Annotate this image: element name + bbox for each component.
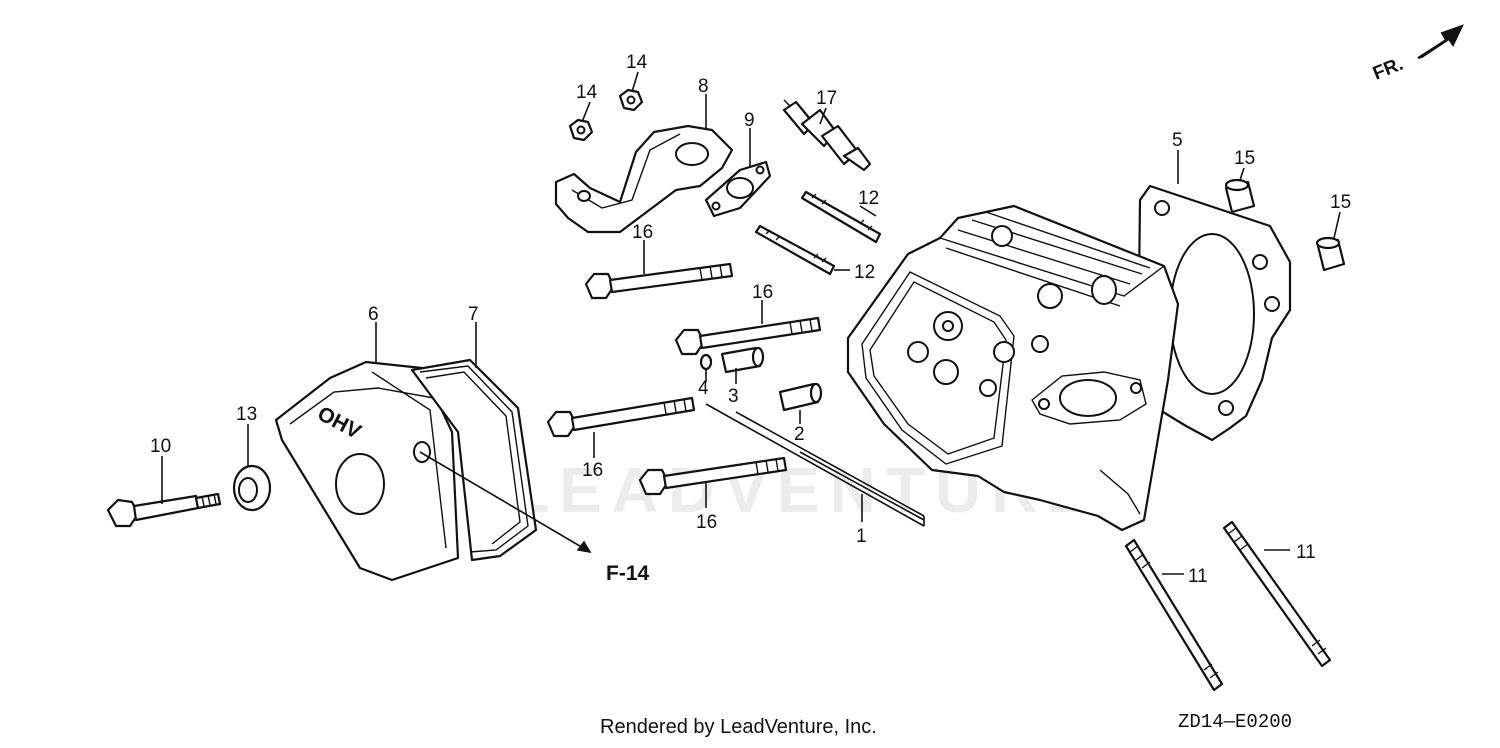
part-2-dowel-pin [778, 382, 823, 412]
part-14-flange-nut-a [568, 118, 594, 142]
part-3-dowel-pin [720, 346, 765, 374]
callout-15b: 15 [1330, 192, 1351, 213]
callout-10: 10 [150, 436, 171, 457]
part-1-cylinder-head [846, 204, 1180, 532]
part-16-flange-bolt-d [638, 456, 788, 496]
part-17-spark-plug [782, 99, 872, 172]
part-16-flange-bolt-b [674, 316, 822, 356]
front-arrow-icon [1417, 24, 1464, 59]
callout-16d: 16 [696, 512, 717, 533]
part-9-intake-gasket [704, 160, 772, 218]
callout-16b: 16 [752, 282, 773, 303]
part-4-washer [699, 353, 713, 371]
callout-11b: 11 [1296, 542, 1316, 563]
part-15-dowel-a [1224, 178, 1256, 214]
part-15-dowel-b [1315, 236, 1346, 272]
part-12-stud-bolt-b [754, 224, 836, 276]
front-label: FR. [1370, 54, 1406, 85]
callout-12a: 12 [858, 188, 879, 209]
callout-12b: 12 [854, 262, 875, 283]
callout-8: 8 [698, 76, 709, 97]
callout-1: 1 [856, 526, 867, 547]
part-12-stud-bolt-a [800, 190, 882, 244]
reference-f14[interactable]: F-14 [606, 562, 650, 585]
part-14-flange-nut-b [618, 88, 644, 112]
render-credit: Rendered by LeadVenture, Inc. [600, 716, 877, 738]
part-16-flange-bolt-a [584, 262, 734, 300]
callout-3: 3 [728, 386, 739, 407]
part-11-stud-b [1222, 520, 1332, 668]
front-direction-indicator: FR. [1370, 24, 1464, 85]
part-13-sealing-washer [232, 464, 272, 512]
callout-16c: 16 [582, 460, 603, 481]
callout-17: 17 [816, 88, 837, 109]
callout-14a: 14 [576, 82, 598, 103]
part-6-head-cover: OHV [274, 360, 460, 582]
part-11-stud-a [1124, 538, 1224, 692]
callout-2: 2 [794, 424, 805, 445]
callout-11a: 11 [1188, 566, 1208, 587]
callout-4: 4 [698, 378, 709, 399]
callout-5: 5 [1172, 130, 1183, 151]
part-10-cover-bolt [106, 492, 222, 528]
callout-14b: 14 [626, 52, 648, 73]
callout-16a: 16 [632, 222, 653, 243]
callout-6: 6 [368, 304, 379, 325]
part-16-flange-bolt-c [546, 396, 696, 438]
callout-labels: 6 7 13 10 14 14 8 9 17 12 12 16 16 16 16… [150, 52, 1351, 587]
callout-9: 9 [744, 110, 755, 131]
diagram-code: ZD14—E0200 [1178, 711, 1293, 733]
callout-13: 13 [236, 404, 257, 425]
callout-7: 7 [468, 304, 479, 325]
part-8-intake-pipe [554, 124, 734, 234]
part-7-cover-gasket [410, 358, 538, 562]
leader-lines [161, 71, 1341, 575]
reference-arrow-icon [576, 540, 592, 554]
callout-15a: 15 [1234, 148, 1255, 169]
